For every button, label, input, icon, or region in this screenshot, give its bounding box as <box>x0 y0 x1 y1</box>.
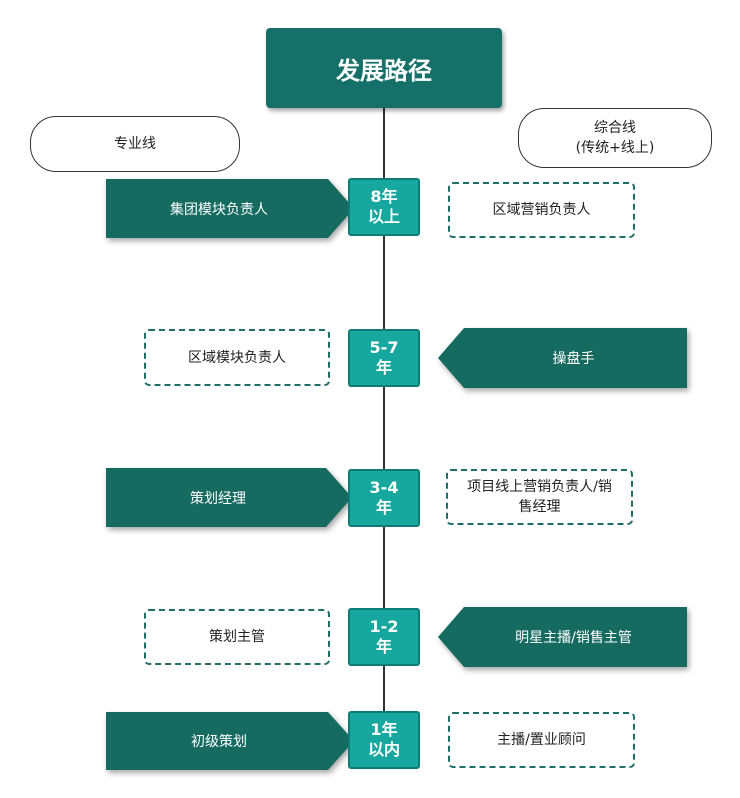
timeline-spine <box>383 108 385 740</box>
stage-1-left-arrow: 集团模块负责人 <box>106 179 354 238</box>
stage-5-left-arrow: 初级策划 <box>106 712 354 770</box>
stage-3-left-label: 策划经理 <box>190 490 246 507</box>
stage-2-left-box: 区域模块负责人 <box>144 329 330 386</box>
stage-4-year-line1: 1-2 <box>369 617 399 636</box>
stage-3-left-wrap: 策划经理 <box>106 468 330 527</box>
stage-3-year: 3-4 年 <box>348 469 420 527</box>
stage-2-right-wrap: 操盘手 <box>438 328 687 388</box>
stage-1-left-wrap: 集团模块负责人 <box>106 179 332 238</box>
stage-1-year-line1: 8年 <box>370 187 398 206</box>
track-comprehensive-sublabel: (传统+线上) <box>575 140 655 156</box>
stage-3-right-label-line2: 售经理 <box>518 499 561 515</box>
track-professional: 专业线 <box>30 116 240 172</box>
stage-3-left-arrow: 策划经理 <box>106 468 352 527</box>
stage-5-right-box: 主播/置业顾问 <box>448 712 635 768</box>
stage-4-right-arrow: 明星主播/销售主管 <box>438 607 687 667</box>
stage-5-year-line2: 以内 <box>367 740 400 759</box>
stage-3-year-line2: 年 <box>375 498 392 517</box>
diagram-title: 发展路径 <box>266 28 502 108</box>
stage-1-right-box: 区域营销负责人 <box>448 182 635 238</box>
stage-4-right-label: 明星主播/销售主管 <box>515 630 632 646</box>
stage-3-year-line1: 3-4 <box>369 478 399 497</box>
stage-5-year-line1: 1年 <box>370 720 398 739</box>
stage-3-right-box: 项目线上营销负责人/销 售经理 <box>446 469 633 525</box>
stage-5-left-wrap: 初级策划 <box>106 712 332 770</box>
stage-4-year: 1-2 年 <box>348 608 420 666</box>
track-comprehensive-label: 综合线 <box>594 120 636 136</box>
stage-5-year: 1年 以内 <box>348 711 420 769</box>
stage-2-right-label: 操盘手 <box>552 351 595 367</box>
stage-5-right-label: 主播/置业顾问 <box>497 732 586 748</box>
stage-2-year: 5-7 年 <box>348 329 420 387</box>
stage-4-left-box: 策划主管 <box>144 609 330 665</box>
stage-2-right-arrow: 操盘手 <box>438 328 687 388</box>
stage-4-right-wrap: 明星主播/销售主管 <box>438 607 687 667</box>
stage-2-year-line2: 年 <box>375 358 392 377</box>
stage-2-year-line1: 5-7 <box>369 338 399 357</box>
stage-2-left-label: 区域模块负责人 <box>188 349 286 366</box>
stage-5-left-label: 初级策划 <box>191 734 247 750</box>
stage-3-right-label-line1: 项目线上营销负责人/销 <box>467 479 612 495</box>
stage-1-left-label: 集团模块负责人 <box>170 201 268 218</box>
stage-1-year: 8年 以上 <box>348 178 420 236</box>
track-comprehensive: 综合线 (传统+线上) <box>518 108 712 168</box>
stage-4-left-label: 策划主管 <box>209 629 265 645</box>
stage-1-year-line2: 以上 <box>367 207 400 226</box>
stage-1-right-label: 区域营销负责人 <box>492 202 591 218</box>
stage-4-year-line2: 年 <box>375 637 392 656</box>
track-professional-label: 专业线 <box>114 136 156 152</box>
